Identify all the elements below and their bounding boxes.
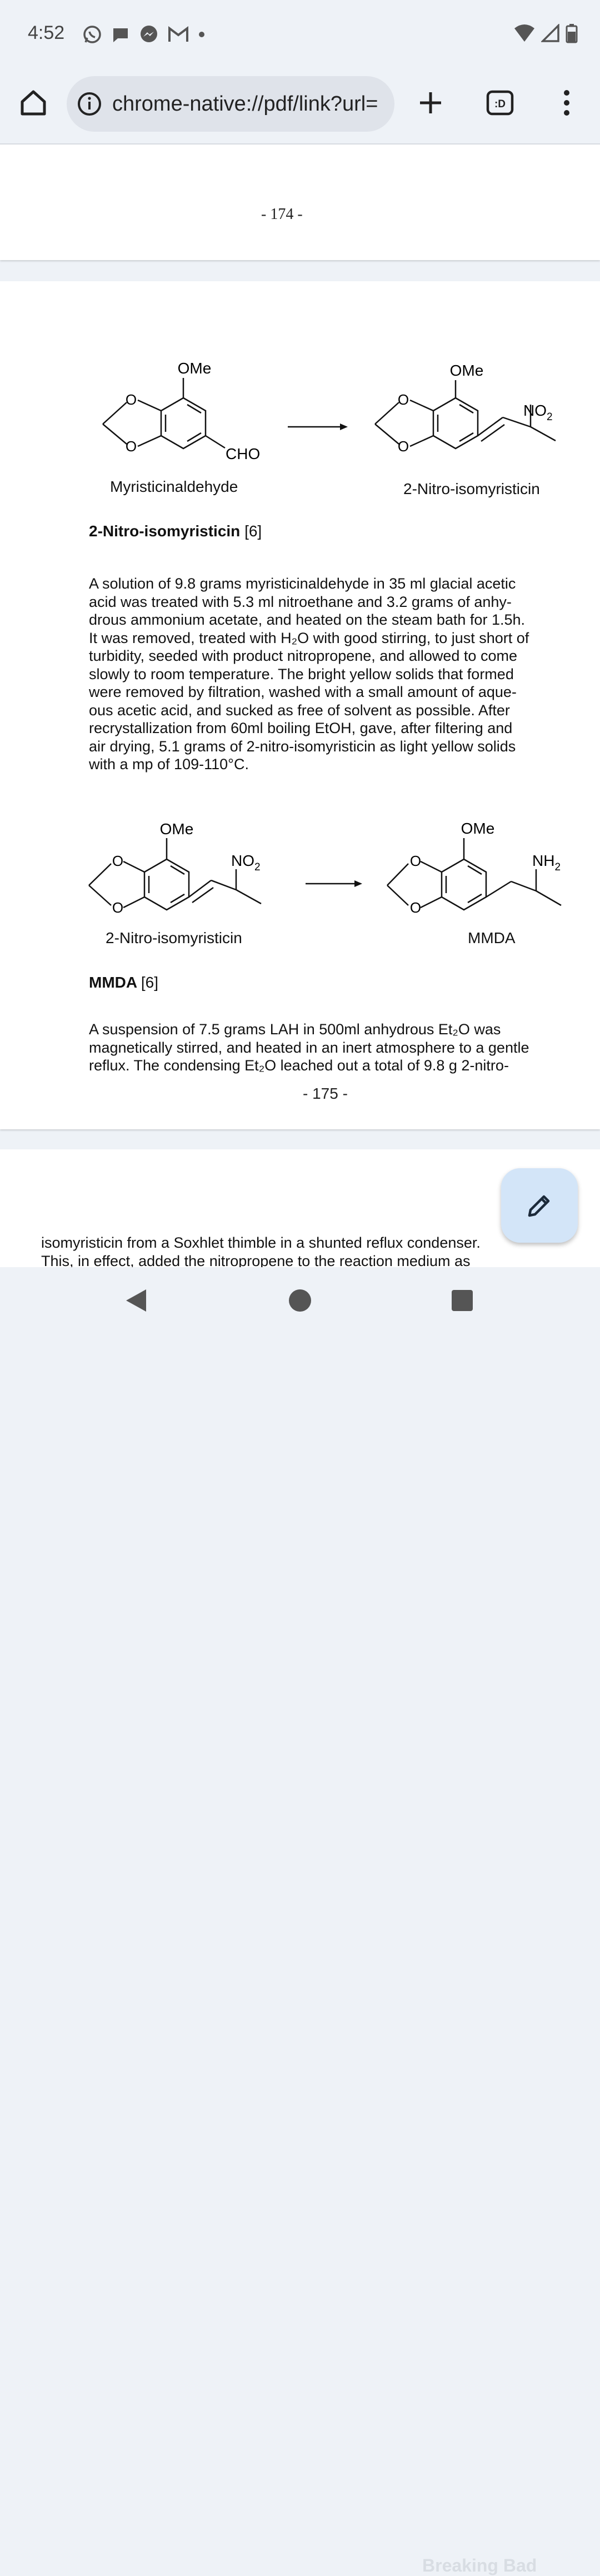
- myristicinaldehyde-label: Myristicinaldehyde: [110, 478, 238, 495]
- recents-square-icon: [452, 1290, 473, 1311]
- right-ome-label: OMe: [450, 362, 484, 379]
- procedure-paragraph: A suspension of 7.5 grams LAH in 500ml a…: [89, 1020, 564, 1075]
- tab-switcher-button[interactable]: :D: [478, 81, 522, 125]
- reaction-scheme-1: OMe O O CHO OMe O O NO2: [102, 360, 556, 462]
- home-circle-icon: [289, 1289, 311, 1312]
- watermark-text: Breaking Bad: [422, 2555, 537, 2575]
- battery-icon: [566, 24, 578, 43]
- text-line: A suspension of 7.5 grams LAH in 500ml a…: [89, 1021, 501, 1038]
- o-label: O: [126, 391, 137, 408]
- nitro-isomyristicin-label: 2-Nitro-isomyristicin: [106, 929, 242, 946]
- o-label: O: [112, 853, 123, 869]
- pdf-page-176: isomyristicin from a Soxhlet thimble in …: [0, 1149, 600, 1272]
- text-line: isomyristicin from a Soxhlet thimble in …: [41, 1234, 481, 1251]
- right-ome-label: OMe: [461, 820, 495, 837]
- nh2-label: NH2: [532, 852, 561, 873]
- pencil-icon: [528, 1195, 550, 1217]
- procedure-paragraph: A solution of 9.8 grams myristicinaldehy…: [89, 575, 564, 774]
- messenger-icon: [141, 26, 157, 42]
- status-bar: 4:52: [0, 0, 600, 69]
- text-line: reflux. The condensing Et₂O leached out …: [89, 1057, 509, 1074]
- system-icons: [513, 23, 578, 43]
- reaction-scheme-2: OMe O O NO2 OMe O O NH2: [88, 820, 562, 916]
- text-line: acid was treated with 5.3 ml nitroethane…: [89, 593, 512, 610]
- browser-toolbar: chrome-native://pdf/link?url= :D: [0, 69, 600, 145]
- home-nav-button[interactable]: [278, 1284, 322, 1317]
- no2-label: NO2: [231, 852, 261, 873]
- tab-switcher-icon: :D: [486, 90, 514, 116]
- url-text[interactable]: chrome-native://pdf/link?url=: [112, 92, 378, 116]
- section-title: MMDA [6]: [89, 974, 158, 991]
- pdf-page-175: OMe O O CHO OMe O O NO2 Myristicinaldehy…: [0, 281, 600, 1129]
- more-vert-icon: [564, 90, 569, 116]
- text-line: drous ammonium acetate, and heated on th…: [89, 611, 525, 628]
- menu-button[interactable]: [544, 81, 589, 125]
- chat-bubble-icon: [113, 28, 128, 42]
- page-number: - 174 -: [261, 206, 303, 223]
- o-label: O: [112, 899, 123, 916]
- url-bar[interactable]: chrome-native://pdf/link?url=: [67, 76, 394, 132]
- page-number: - 175 -: [303, 1085, 348, 1102]
- o-label: O: [410, 899, 421, 916]
- edit-fab-button[interactable]: [501, 1168, 578, 1243]
- o-label: O: [410, 853, 421, 869]
- no2-label: NO2: [523, 402, 553, 423]
- home-button[interactable]: [11, 81, 56, 125]
- signal-icon: [541, 24, 559, 42]
- o-label: O: [398, 391, 409, 408]
- left-ome-label: OMe: [178, 360, 212, 377]
- text-line: turbidity, seeded with product nitroprop…: [89, 647, 517, 664]
- reference: [6]: [244, 522, 262, 540]
- info-icon[interactable]: [77, 91, 102, 117]
- gmail-icon: [168, 26, 188, 42]
- new-tab-button[interactable]: [408, 81, 453, 125]
- reference: [6]: [141, 974, 158, 991]
- text-line: magnetically stirred, and heated in an i…: [89, 1039, 529, 1056]
- section-title: 2-Nitro-isomyristicin [6]: [89, 522, 262, 540]
- home-icon: [21, 90, 46, 116]
- text-line: recrystallization from 60ml boiling EtOH…: [89, 720, 513, 736]
- text-line: slowly to room temperature. The bright y…: [89, 665, 514, 682]
- nitro-isomyristicin-label: 2-Nitro-isomyristicin: [403, 480, 540, 497]
- recents-button[interactable]: [440, 1284, 484, 1317]
- left-ome-label: OMe: [160, 820, 194, 838]
- mmda-label: MMDA: [468, 929, 516, 946]
- back-triangle-icon: [126, 1289, 146, 1312]
- more-notifications-dot-icon: [199, 32, 204, 37]
- text-line: ous acetic acid, and sucked as free of s…: [89, 701, 510, 719]
- text-line: A solution of 9.8 grams myristicinaldehy…: [89, 575, 516, 592]
- text-line: air drying, 5.1 grams of 2-nitro-isomyri…: [89, 738, 516, 755]
- whatsapp-icon: [83, 26, 101, 43]
- cho-label: CHO: [226, 445, 260, 462]
- text-line: This, in effect, added the nitropropene …: [41, 1252, 471, 1269]
- text-line: It was removed, treated with H₂O with go…: [89, 629, 529, 646]
- o-label: O: [398, 438, 409, 455]
- back-button[interactable]: [114, 1284, 158, 1317]
- plus-icon: [420, 92, 441, 113]
- pdf-page-174: - 174 -: [0, 145, 600, 260]
- o-label: O: [126, 438, 137, 455]
- status-time: 4:52: [28, 22, 65, 43]
- text-line: were removed by filtration, washed with …: [89, 684, 517, 700]
- svg-text::D: :D: [494, 98, 506, 110]
- procedure-paragraph: isomyristicin from a Soxhlet thimble in …: [41, 1234, 541, 1270]
- wifi-icon: [514, 24, 534, 42]
- text-line: with a mp of 109-110°C.: [89, 756, 249, 773]
- navigation-bar: Breaking Bad: [0, 1267, 600, 2575]
- notification-icons: [82, 24, 206, 44]
